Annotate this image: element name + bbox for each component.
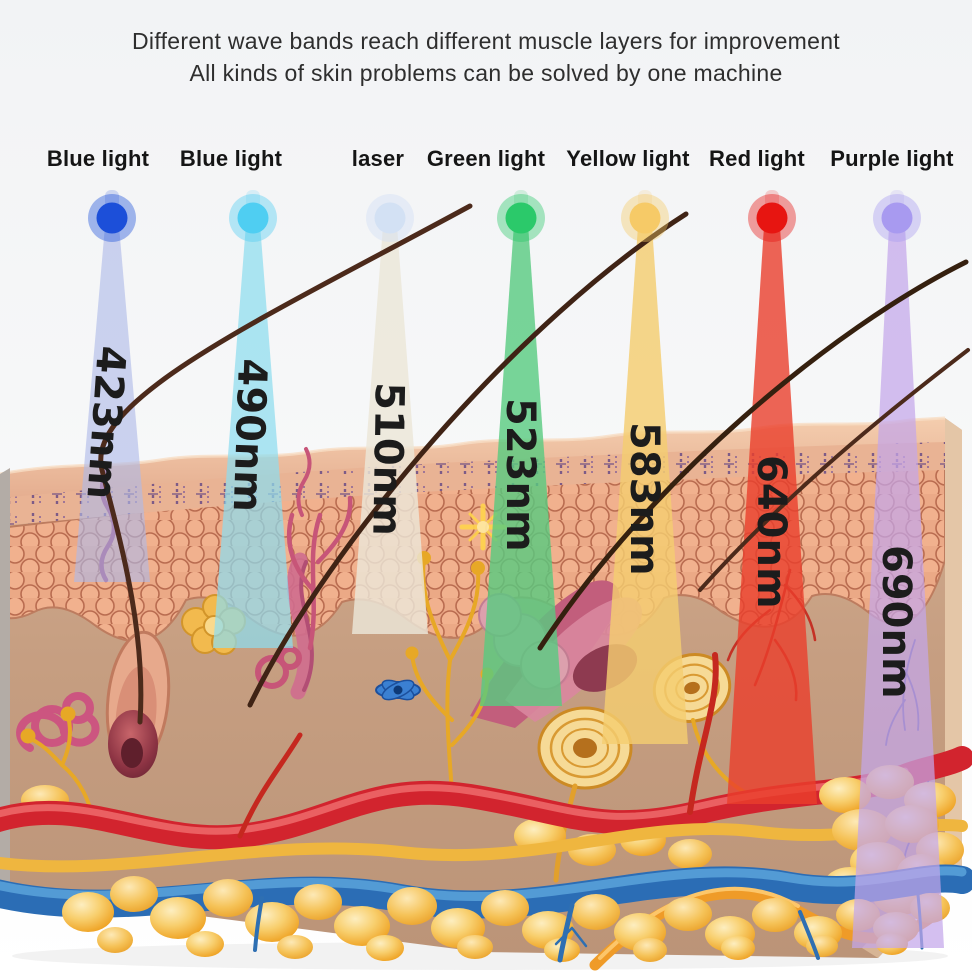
skin-surface xyxy=(0,418,945,498)
cyan-light-dot xyxy=(229,190,277,242)
beam-690nm xyxy=(852,226,944,948)
hair-strand xyxy=(247,211,689,708)
wavelength-510nm: 510nm xyxy=(363,382,412,536)
laser-dot xyxy=(366,194,414,242)
hair-strand xyxy=(537,259,969,651)
hair-strand xyxy=(98,203,473,725)
light-label-blue-2: Blue light xyxy=(179,146,283,171)
wavelength-523nm: 523nm xyxy=(497,398,543,552)
capillary-squiggle-mid xyxy=(296,447,312,517)
title: Different wave bands reach different mus… xyxy=(0,26,972,89)
artery-branch xyxy=(687,652,719,815)
light-label-green: Green light xyxy=(426,146,546,171)
light-label-yellow: Yellow light xyxy=(566,146,690,171)
wavelength-640nm: 640nm xyxy=(748,455,794,609)
light-beams xyxy=(74,224,944,948)
light-label-blue-1: Blue light xyxy=(46,146,150,171)
blue-light-dot xyxy=(88,190,136,242)
wavelength-583nm: 583nm xyxy=(621,422,667,576)
purple-light-dot xyxy=(873,190,921,242)
wavelength-labels: 423nm 490nm 510nm 523nm 583nm 640nm 690n… xyxy=(77,344,919,698)
beam-510nm xyxy=(352,226,428,634)
light-dots xyxy=(88,190,921,242)
hair-follicle xyxy=(105,630,171,778)
wavelength-423nm: 423nm xyxy=(77,344,134,500)
title-line2: All kinds of skin problems can be solved… xyxy=(189,59,783,86)
blue-receptor xyxy=(375,679,421,701)
hair-strand xyxy=(698,348,970,592)
green-light-dot xyxy=(497,190,545,242)
wavelength-490nm: 490nm xyxy=(224,358,275,513)
vessel-fold xyxy=(286,552,314,700)
beam-583nm xyxy=(602,226,688,744)
red-light-dot xyxy=(748,190,796,242)
beam-423nm xyxy=(74,226,150,582)
hair-strands xyxy=(98,203,970,725)
block-left-face xyxy=(0,468,10,890)
light-label-laser: laser xyxy=(351,146,405,171)
artery-branch-2 xyxy=(237,732,303,839)
yellow-light-dot xyxy=(621,190,669,242)
pink-vessel-tree xyxy=(286,495,353,651)
wavelength-690nm: 690nm xyxy=(873,545,919,699)
beam-490nm xyxy=(213,224,293,648)
nerve-fibers-left xyxy=(20,706,97,830)
light-label-purple: Purple light xyxy=(830,146,954,171)
title-line1: Different wave bands reach different mus… xyxy=(132,28,840,54)
beam-523nm xyxy=(480,224,562,706)
light-label-red: Red light xyxy=(709,146,805,171)
